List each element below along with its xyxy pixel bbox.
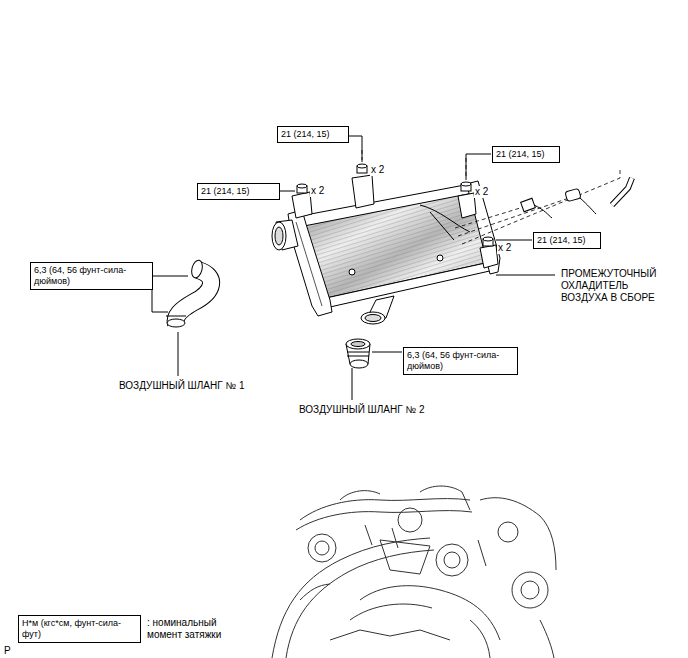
dashed-guide bbox=[362, 150, 620, 244]
intercooler bbox=[272, 164, 500, 324]
torque-value: 6,3 (64, 56 фунт-сила-дюймов) bbox=[407, 350, 514, 372]
part-name: ВОЗДУШНЫЙ ШЛАНГ № 2 bbox=[298, 404, 425, 416]
quantity-mark: x 2 bbox=[474, 186, 489, 198]
part-name: ПРОМЕЖУТОЧНЫЙ ОХЛАДИТЕЛЬ ВОЗДУХА В СБОРЕ bbox=[560, 268, 674, 304]
torque-box: 21 (214, 15) bbox=[492, 146, 560, 163]
quantity-mark: x 2 bbox=[497, 242, 512, 254]
torque-value: 21 (214, 15) bbox=[281, 129, 345, 140]
torque-box: 6,3 (64, 56 фунт-сила-дюймов) bbox=[30, 262, 153, 290]
legend-note: : номинальный момент затяжки bbox=[146, 617, 236, 641]
torque-value: 21 (214, 15) bbox=[496, 149, 556, 160]
air-hose-1 bbox=[166, 259, 211, 327]
torque-box: 6,3 (64, 56 фунт-сила-дюймов) bbox=[403, 347, 518, 375]
page-mark: P bbox=[3, 645, 12, 657]
legend-box: Н*м (кгс*см, фунт-сила-фут) bbox=[18, 615, 141, 643]
torque-box: 21 (214, 15) bbox=[197, 183, 280, 200]
quantity-mark: x 2 bbox=[310, 185, 325, 197]
leader-line bbox=[152, 136, 555, 400]
torque-value: 6,3 (64, 56 фунт-сила-дюймов) bbox=[34, 265, 149, 287]
part-name: ВОЗДУШНЫЙ ШЛАНГ № 1 bbox=[118, 380, 245, 392]
quantity-mark: x 2 bbox=[370, 164, 385, 176]
torque-box: 21 (214, 15) bbox=[277, 126, 349, 143]
air-hose-2 bbox=[346, 339, 370, 368]
sensor-connector bbox=[521, 178, 632, 218]
torque-value: 21 (214, 15) bbox=[537, 235, 597, 246]
torque-box: 21 (214, 15) bbox=[533, 232, 601, 249]
engine-illustration bbox=[272, 486, 556, 658]
torque-value: 21 (214, 15) bbox=[201, 186, 276, 197]
torque-value: Н*м (кгс*см, фунт-сила-фут) bbox=[22, 618, 137, 640]
